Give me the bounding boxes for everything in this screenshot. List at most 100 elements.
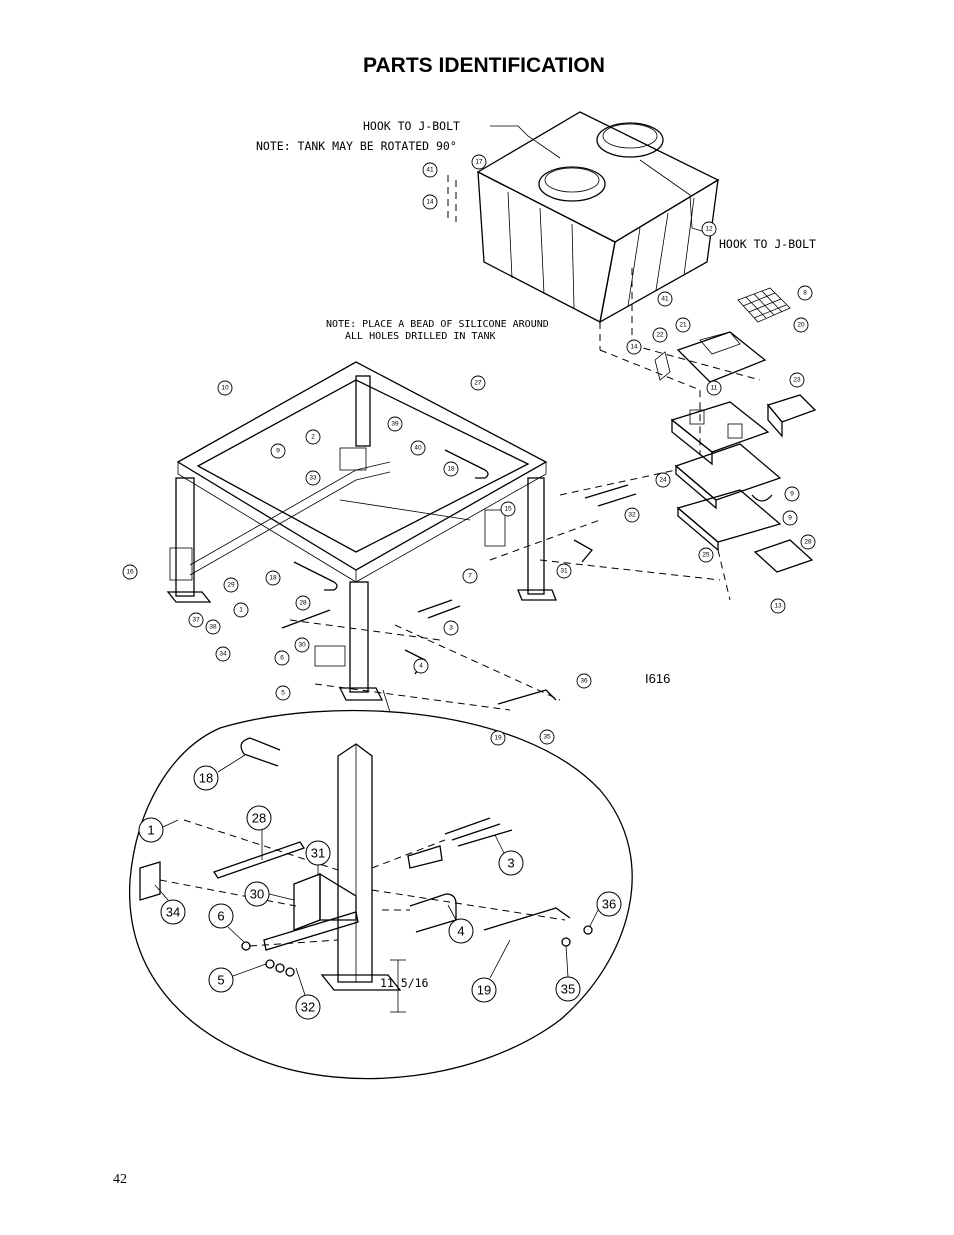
svg-text:13: 13 (774, 603, 782, 610)
svg-text:5: 5 (281, 690, 285, 697)
callout: 30 (244, 881, 270, 907)
callout: 32 (295, 994, 321, 1020)
callout: 9 (270, 443, 286, 459)
callout: 40 (410, 440, 426, 456)
callout: 5 (208, 967, 234, 993)
callout: 35 (539, 729, 555, 745)
callout: 3 (498, 850, 524, 876)
callout: 28 (800, 534, 816, 550)
svg-text:40: 40 (414, 445, 422, 452)
svg-text:16: 16 (126, 569, 134, 576)
svg-text:32: 32 (301, 1000, 315, 1015)
svg-text:14: 14 (426, 199, 434, 206)
svg-text:29: 29 (227, 582, 235, 589)
callout: 17 (471, 154, 487, 170)
callout: 5 (275, 685, 291, 701)
callout: 36 (596, 891, 622, 917)
callout: 38 (205, 619, 221, 635)
callouts-detail: 18 1 28 31 3 34 30 36 6 4 5 32 19 35 (138, 765, 622, 1020)
callout: 18 (443, 461, 459, 477)
callout: 36 (576, 673, 592, 689)
callout: 12 (701, 221, 717, 237)
note-hook-right: HOOK TO J-BOLT (719, 237, 816, 251)
svg-text:21: 21 (679, 322, 687, 329)
page-title: PARTS IDENTIFICATION (363, 54, 605, 77)
callout: 21 (675, 317, 691, 333)
svg-text:3: 3 (507, 856, 514, 871)
svg-text:20: 20 (797, 322, 805, 329)
control-assembly (539, 287, 817, 601)
svg-text:25: 25 (702, 552, 710, 559)
callout: 19 (471, 977, 497, 1003)
svg-text:18: 18 (269, 575, 277, 582)
callout: 4 (413, 658, 429, 674)
svg-text:38: 38 (209, 624, 217, 631)
svg-text:1: 1 (147, 823, 154, 838)
svg-text:32: 32 (628, 512, 636, 519)
callout: 23 (789, 372, 805, 388)
frame (166, 361, 637, 713)
svg-text:15: 15 (504, 506, 512, 513)
callout: 9 (784, 486, 800, 502)
callout: 28 (295, 595, 311, 611)
callout: 18 (265, 570, 281, 586)
svg-text:19: 19 (494, 735, 502, 742)
callout: 6 (274, 650, 290, 666)
svg-text:37: 37 (192, 617, 200, 624)
svg-text:31: 31 (311, 846, 325, 861)
callout: 25 (698, 547, 714, 563)
detail-leaders (154, 754, 599, 996)
svg-text:28: 28 (252, 811, 266, 826)
svg-text:33: 33 (309, 475, 317, 482)
svg-text:36: 36 (580, 678, 588, 685)
note-silicone-line2: ALL HOLES DRILLED IN TANK (345, 331, 496, 342)
callout: 16 (122, 564, 138, 580)
svg-text:11: 11 (711, 385, 718, 392)
svg-text:35: 35 (543, 734, 551, 741)
callout: 32 (624, 507, 640, 523)
callout: 34 (160, 899, 186, 925)
callout: 27 (470, 375, 486, 391)
callout: 1 (233, 602, 249, 618)
svg-text:5: 5 (217, 973, 224, 988)
svg-text:10: 10 (221, 385, 229, 392)
drawing-id: I616 (645, 671, 670, 686)
callout: 24 (655, 472, 671, 488)
callout: 13 (770, 598, 786, 614)
svg-text:24: 24 (659, 477, 667, 484)
note-rotate: NOTE: TANK MAY BE ROTATED 90° (256, 139, 457, 153)
svg-text:34: 34 (166, 905, 180, 920)
detail-view: 11 5/16 (128, 709, 633, 1080)
callout: 14 (626, 339, 642, 355)
note-hook-top: HOOK TO J-BOLT (363, 119, 460, 133)
callout: 31 (556, 563, 572, 579)
callout: 33 (305, 470, 321, 486)
svg-text:7: 7 (468, 573, 472, 580)
callout: 39 (387, 416, 403, 432)
svg-text:9: 9 (788, 515, 792, 522)
svg-text:28: 28 (804, 539, 812, 546)
callout: 2 (305, 429, 321, 445)
svg-text:18: 18 (447, 466, 455, 473)
svg-text:1: 1 (239, 607, 243, 614)
note-silicone-line1: NOTE: PLACE A BEAD OF SILICONE AROUND (326, 319, 549, 330)
callout: 8 (797, 285, 813, 301)
svg-text:3: 3 (449, 625, 453, 632)
callout: 1 (138, 817, 164, 843)
callout: 14 (422, 194, 438, 210)
callout: 11 (706, 380, 722, 396)
svg-text:6: 6 (280, 655, 284, 662)
svg-text:30: 30 (298, 642, 306, 649)
page-number: 42 (113, 1172, 127, 1187)
tank (447, 111, 761, 455)
callout: 10 (217, 380, 233, 396)
svg-text:9: 9 (790, 491, 794, 498)
svg-text:31: 31 (560, 568, 568, 575)
svg-text:17: 17 (475, 159, 483, 166)
callout: 41 (657, 291, 673, 307)
callout: 6 (208, 903, 234, 929)
callout: 4 (448, 918, 474, 944)
svg-text:27: 27 (474, 380, 482, 387)
svg-text:34: 34 (219, 651, 227, 658)
